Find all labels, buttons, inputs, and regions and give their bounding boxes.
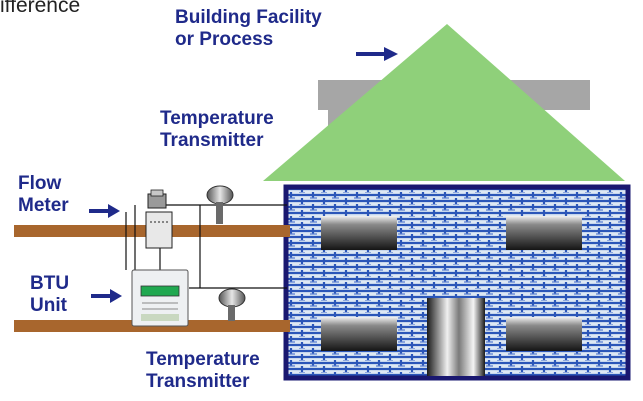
label-temperature-transmitter-top: Temperature Transmitter (160, 108, 274, 152)
right-arrow-btu-unit (91, 289, 122, 303)
window-top-left (321, 216, 397, 250)
house-roof (263, 24, 625, 181)
temperature-probe-top (206, 185, 234, 224)
label-flow-meter: Flow Meter (18, 173, 69, 217)
label-building-facility: Building Facility or Process (175, 7, 322, 51)
right-arrow-flow-meter (89, 204, 120, 218)
right-arrow-building (356, 47, 398, 61)
window-bottom-left (321, 317, 397, 351)
temperature-probe-bottom (218, 288, 246, 321)
label-btu-unit: BTU Unit (30, 273, 70, 317)
flow-meter-device (145, 189, 173, 249)
label-temperature-transmitter-bottom: Temperature Transmitter (146, 349, 260, 393)
btu-controller-device (131, 269, 189, 327)
door (427, 298, 485, 376)
top-left-text-fragment: ifference (0, 0, 81, 17)
window-bottom-right (506, 317, 582, 351)
window-top-right (506, 216, 582, 250)
